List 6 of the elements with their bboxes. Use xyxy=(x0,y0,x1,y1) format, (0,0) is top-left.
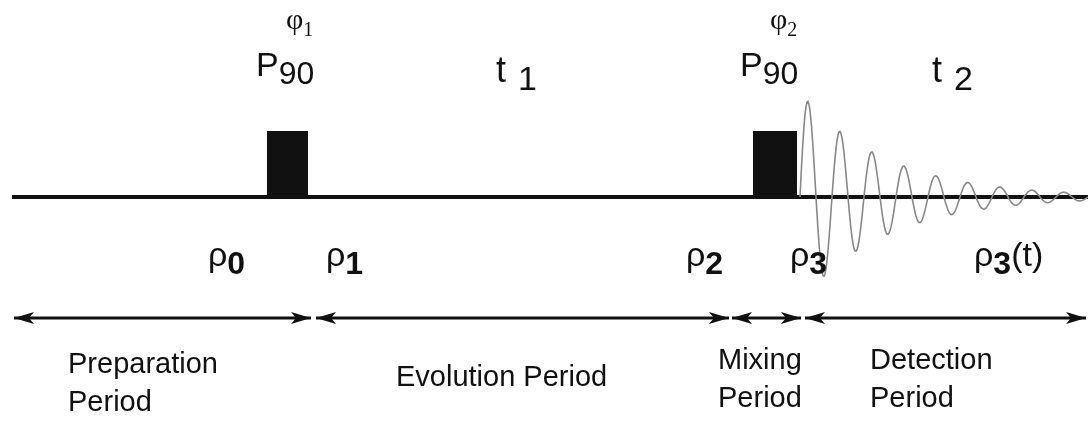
phase-label: φ$_{1}$ xyxy=(286,2,314,40)
phase-label: φ$_{2}$ xyxy=(770,2,798,40)
period-label: Detection Period xyxy=(870,342,994,415)
period-label: Evolution Period xyxy=(396,359,609,394)
period-label: Mixing Period xyxy=(718,342,803,415)
period-label: Preparation Period xyxy=(68,346,219,419)
